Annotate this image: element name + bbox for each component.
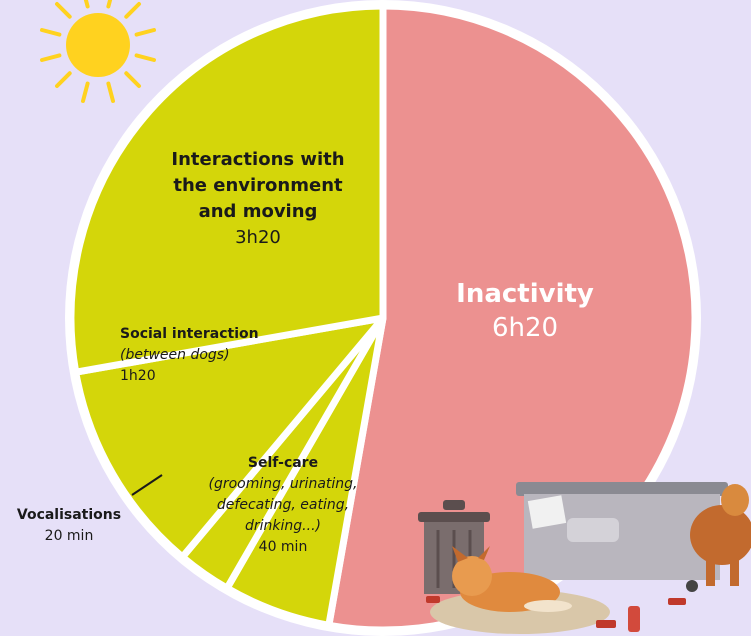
self-name: Self-care [247, 455, 319, 471]
self-value: 40 min [258, 539, 308, 555]
label-social-interaction: Social interaction (between dogs) 1h20 [120, 324, 320, 387]
vocalisations-leader-line [131, 474, 163, 496]
self-sub-1: (grooming, urinating, [208, 476, 358, 492]
voc-value: 20 min [44, 528, 94, 544]
voc-name: Vocalisations [16, 507, 122, 523]
sun-ray [134, 53, 156, 62]
env-line-1: Interactions with [171, 149, 345, 170]
sun-ray [134, 28, 156, 37]
label-vocalisations: Vocalisations 20 min [0, 505, 138, 547]
self-sub-2: defecating, eating, [216, 497, 350, 513]
dumpster-icon [516, 482, 728, 592]
env-value: 3h20 [235, 227, 281, 248]
sun-ray [81, 81, 90, 103]
dog-standing-icon [690, 484, 751, 586]
sun-ray [40, 53, 62, 62]
sun-ray [124, 71, 141, 88]
social-value: 1h20 [120, 368, 156, 384]
env-line-3: and moving [198, 201, 318, 222]
label-interactions-environment: Interactions with the environment and mo… [140, 147, 376, 251]
label-self-care: Self-care (grooming, urinating, defecati… [178, 453, 388, 558]
sun-icon [40, 0, 156, 103]
pie-slice-interactions-with-the-environment-and-moving [67, 2, 387, 376]
pie-slice-social-interaction [72, 314, 387, 561]
sun-ray [55, 2, 72, 19]
self-sub-3: drinking...) [245, 518, 321, 534]
social-sub: (between dogs) [120, 347, 230, 363]
dog-lying-icon [430, 546, 610, 634]
sun-ray [55, 71, 72, 88]
inactivity-value: 6h20 [491, 313, 559, 343]
sun-ray [40, 28, 62, 37]
sun-ray [124, 2, 141, 19]
env-line-2: the environment [173, 175, 343, 196]
social-name: Social interaction [120, 326, 259, 342]
sun-ray [83, 0, 90, 9]
sun-ray [106, 81, 115, 103]
sun-ray [106, 0, 113, 9]
litter-icon [426, 596, 686, 632]
inactivity-name: Inactivity [456, 279, 594, 309]
label-inactivity: Inactivity 6h20 [425, 277, 625, 345]
